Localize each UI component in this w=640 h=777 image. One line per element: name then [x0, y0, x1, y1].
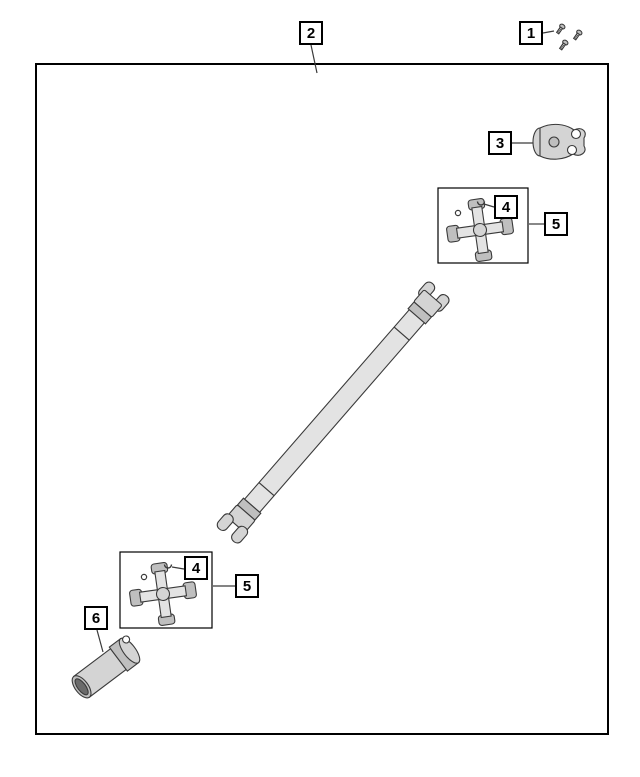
callout-5-upper-label: 5 — [551, 215, 561, 233]
callout-1-label: 1 — [526, 24, 536, 42]
seal-ring-lower — [140, 573, 148, 581]
callout-5-lower-label: 5 — [242, 577, 252, 595]
callout-2-label: 2 — [306, 24, 316, 42]
callout-4-upper[interactable]: 4 — [494, 195, 518, 219]
callout-6[interactable]: 6 — [84, 606, 108, 630]
callout-6-label: 6 — [91, 609, 101, 627]
seal-ring-upper — [454, 209, 462, 217]
leader-line — [483, 203, 495, 208]
ujoint-kit-box-upper — [437, 187, 529, 264]
callout-3[interactable]: 3 — [488, 131, 512, 155]
callout-4-lower[interactable]: 4 — [184, 556, 208, 580]
leader-line — [542, 30, 555, 34]
callout-3-label: 3 — [495, 134, 505, 152]
flange-yoke — [532, 123, 586, 160]
screw-icon — [571, 28, 584, 42]
leader-lines — [96, 30, 555, 653]
slip-yoke — [71, 635, 141, 699]
diagram-frame — [35, 63, 609, 735]
callout-5-upper[interactable]: 5 — [544, 212, 568, 236]
screw-icon — [554, 22, 567, 36]
callout-1[interactable]: 1 — [519, 21, 543, 45]
leader-line — [96, 629, 104, 653]
callout-4-upper-label: 4 — [501, 198, 511, 216]
screw-icons — [554, 22, 584, 52]
callout-2[interactable]: 2 — [299, 21, 323, 45]
callout-4-lower-label: 4 — [191, 559, 201, 577]
drive-shaft — [216, 281, 450, 544]
callout-5-lower[interactable]: 5 — [235, 574, 259, 598]
screw-icon — [557, 38, 570, 52]
leader-line — [171, 566, 185, 570]
ujoint-kit-box-lower — [119, 551, 213, 629]
leader-line — [310, 44, 318, 74]
